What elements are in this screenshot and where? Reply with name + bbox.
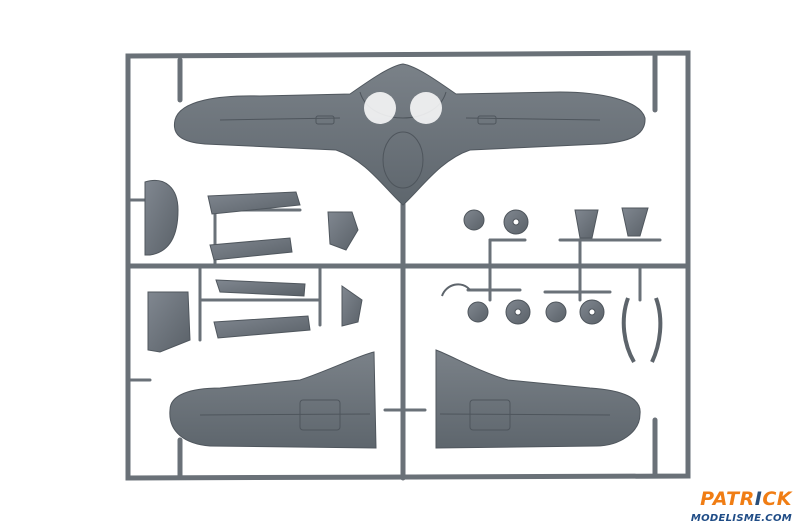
watermark-logo: PATRICK MODELISME.COM <box>672 488 792 524</box>
wheels <box>463 209 605 325</box>
fin-part-1 <box>327 211 359 251</box>
flap-part-3 <box>215 279 306 297</box>
watermark-site: MODELISME.COM <box>690 513 792 524</box>
gear-door-left <box>574 209 599 239</box>
sprue-runners <box>126 198 662 412</box>
sprue-frame <box>125 50 691 481</box>
flap-part-1 <box>207 191 301 215</box>
fin-part-2 <box>341 285 363 327</box>
tailplane-part <box>147 291 191 353</box>
wire-part <box>441 283 471 297</box>
gear-leg-left <box>621 297 636 364</box>
lower-wing-details <box>199 399 611 431</box>
flap-part-2 <box>209 237 293 261</box>
flap-part-4 <box>213 315 311 339</box>
gear-leg-right <box>650 297 663 363</box>
gear-door-right <box>621 207 649 237</box>
watermark-brand: PATRICK <box>700 488 792 510</box>
lower-wing-right <box>435 349 641 449</box>
rudder-part <box>144 180 179 256</box>
upper-wing-panel <box>173 63 646 206</box>
lower-wing-left <box>169 351 377 449</box>
